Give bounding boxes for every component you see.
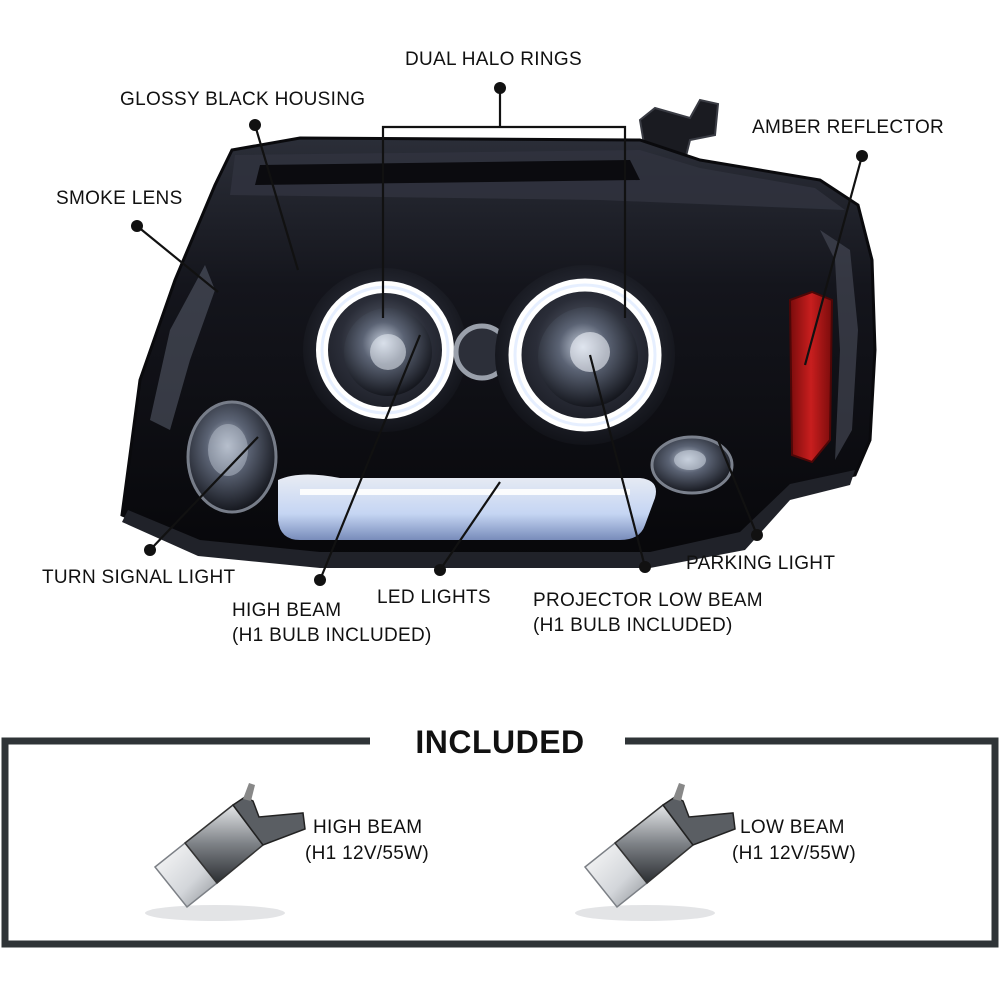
callout-dot — [856, 150, 868, 162]
label-projector-low-beam-line2: (H1 BULB INCLUDED) — [533, 615, 733, 636]
turn-signal-callout-line — [149, 436, 259, 551]
label-smoke-lens: SMOKE LENS — [56, 188, 183, 209]
label-glossy-black-housing: GLOSSY BLACK HOUSING — [120, 89, 366, 110]
h1-bulb-icon — [145, 783, 306, 921]
gloss-reflection — [150, 265, 215, 430]
label-parking-light: PARKING LIGHT — [686, 553, 836, 574]
included-frame — [1, 737, 999, 948]
low-beam-projector — [495, 265, 675, 445]
amber-reflector — [788, 290, 834, 464]
label-projector-low-beam: PROJECTOR LOW BEAM (H1 BULB INCLUDED) — [533, 588, 763, 638]
label-turn-signal-light: TURN SIGNAL LIGHT — [42, 567, 236, 588]
callout-dot — [131, 220, 143, 232]
parking-light — [650, 435, 734, 495]
included-item-name: HIGH BEAM — [313, 817, 423, 838]
label-high-beam-line2: (H1 BULB INCLUDED) — [232, 625, 432, 646]
included-item-spec: (H1 12V/55W) — [732, 843, 856, 864]
included-item-name: LOW BEAM — [740, 817, 845, 838]
callout-dot — [144, 544, 156, 556]
callout-dot — [249, 119, 261, 131]
housing-callout-line — [253, 124, 300, 271]
label-led-lights: LED LIGHTS — [377, 587, 491, 608]
callout-dot — [434, 564, 446, 576]
callout-dot — [751, 529, 763, 541]
included-item-spec: (H1 12V/55W) — [305, 843, 429, 864]
label-high-beam-line1: HIGH BEAM — [232, 600, 342, 621]
included-title: INCLUDED — [375, 720, 625, 764]
label-amber-reflector: AMBER REFLECTOR — [752, 117, 945, 138]
label-high-beam: HIGH BEAM (H1 BULB INCLUDED) — [232, 598, 432, 648]
parking-callout-line — [716, 439, 759, 536]
callout-lines — [136, 88, 864, 581]
high-beam-callout-line — [318, 334, 422, 581]
callout-dots — [131, 82, 868, 586]
h1-bulb-icon — [575, 783, 736, 921]
housing-top-slot — [255, 160, 640, 185]
included-item-high-beam: HIGH BEAM (H1 12V/55W) — [305, 815, 429, 867]
label-dual-halo-rings: DUAL HALO RINGS — [405, 49, 582, 70]
gloss-reflection — [820, 230, 858, 460]
turn-signal-light — [186, 400, 278, 514]
label-projector-low-beam-line1: PROJECTOR LOW BEAM — [533, 590, 763, 611]
led-callout-line — [439, 481, 501, 571]
amber-callout-line — [803, 155, 864, 366]
smoke-lens-callout-line — [136, 225, 219, 293]
callout-dot — [494, 82, 506, 94]
callout-dot — [639, 561, 651, 573]
included-item-low-beam: LOW BEAM (H1 12V/55W) — [732, 815, 856, 867]
halo-bracket-line — [381, 125, 627, 318]
callout-dot — [314, 574, 326, 586]
low-beam-callout-line — [588, 354, 647, 568]
high-beam-projector — [303, 268, 467, 432]
